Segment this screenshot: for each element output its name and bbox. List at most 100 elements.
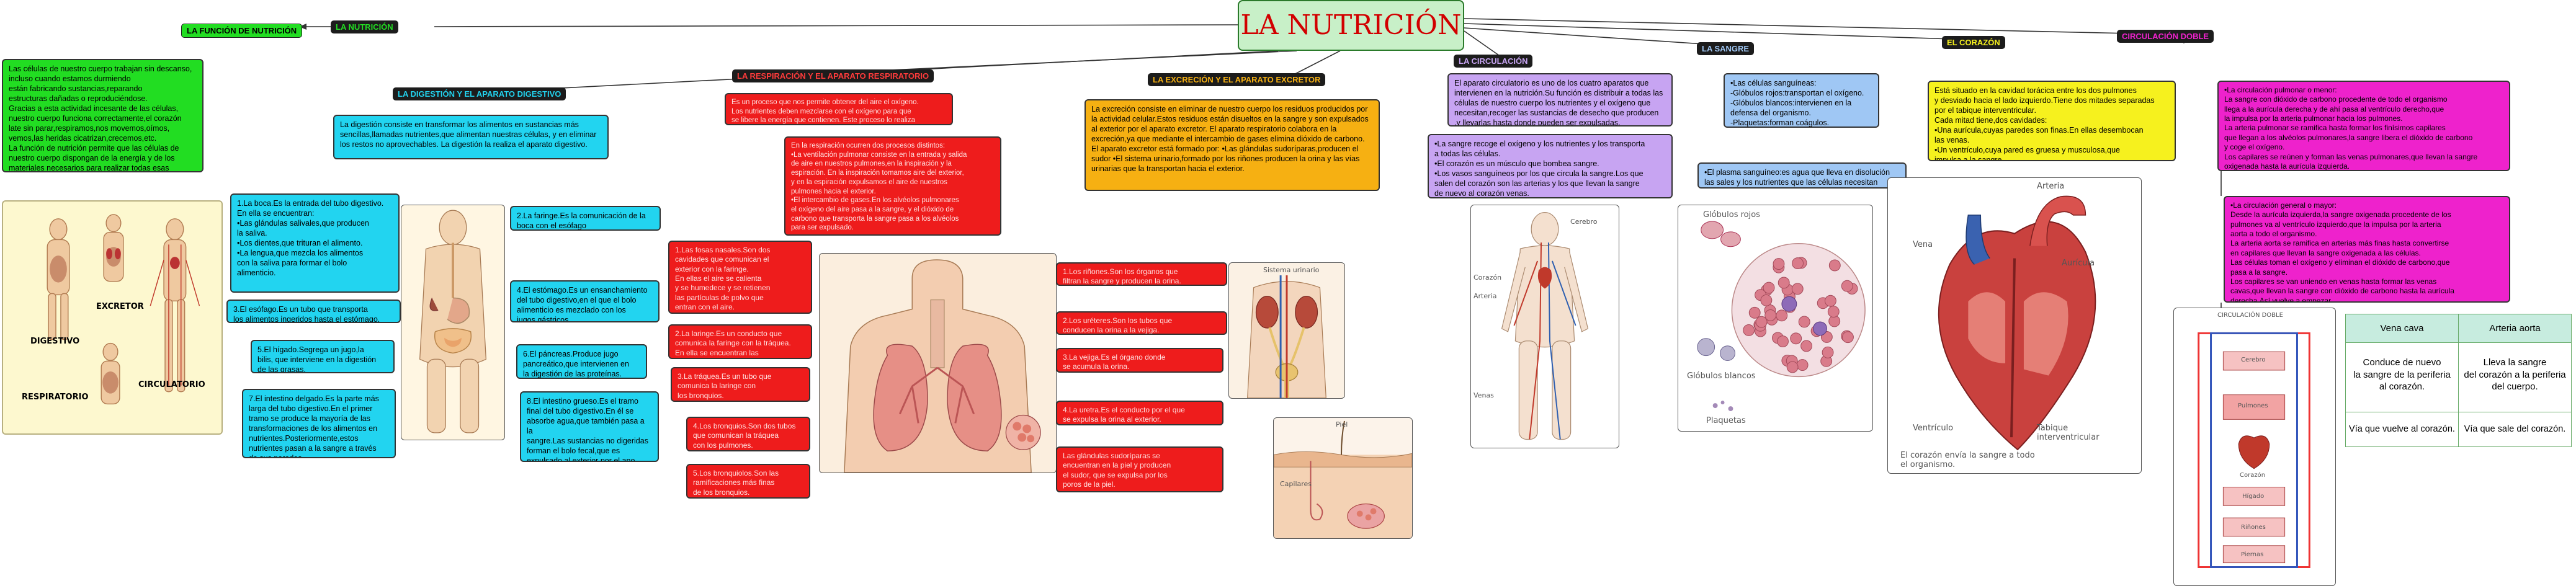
corazon-text: Está situado en la cavidad torácica entr…: [1928, 81, 2176, 161]
red-blood-cell: [1822, 346, 1834, 358]
excrecion-uretra: 4.La uretra.Es el conducto por el que se…: [1056, 401, 1223, 425]
blood-figure: Glóbulos rojos Glóbulos blancos Plaqueta…: [1678, 205, 1873, 432]
respiracion-fosas: 1.Las fosas nasales.Son dos cavidades qu…: [668, 241, 812, 314]
label-arteria: Arteria: [2037, 182, 2065, 191]
excrecion-rinones: 1.Los riñones.Son los órganos que filtra…: [1056, 262, 1227, 286]
red-blood-cell: [1773, 258, 1785, 270]
table-cell-vena-1: Conduce de nuevo la sangre de la perifer…: [2346, 343, 2459, 412]
label-corazon-fig: Corazón: [1474, 273, 1502, 282]
header-sangre: LA SANGRE: [1697, 42, 1755, 55]
doble-mayor: •La circulación general o mayor: Desde l…: [2224, 196, 2510, 303]
funcion-text: Las células de nuestro cuerpo trabajan s…: [2, 59, 203, 172]
respiracion-laringe: 2.La laringe.Es un conducto que comunica…: [668, 324, 812, 359]
body-systems-illustration: [47, 214, 200, 405]
systems-figure: DIGESTIVO EXCRETOR RESPIRATORIO CIRCULAT…: [2, 200, 223, 435]
header-respiracion: LA RESPIRACIÓN Y EL APARATO RESPIRATORIO: [732, 69, 934, 82]
red-blood-cell: [1842, 331, 1854, 344]
digestion-pancreas: 6.El páncreas.Produce jugo pancreático,q…: [516, 344, 647, 379]
header-corazon: EL CORAZÓN: [1942, 36, 2005, 49]
urinary-system-illustration: [1247, 275, 1326, 398]
red-blood-cell: [1748, 306, 1761, 319]
excrecion-glandulas: Las glándulas sudoríparas se encuentran …: [1056, 446, 1223, 492]
respiracion-intro: Es un proceso que nos permite obtener de…: [725, 93, 953, 125]
respiracion-bronquiolos: 5.Los bronquiolos.Son las ramificaciones…: [686, 464, 810, 499]
label-piel: Piel: [1336, 420, 1348, 428]
red-blood-cell: [1777, 335, 1789, 347]
label-auricula: Aurícula: [2062, 259, 2095, 268]
red-blood-cell: [1798, 316, 1810, 328]
label-cerebro-2: Cerebro: [2241, 357, 2266, 363]
red-blood-cell: [1778, 277, 1790, 289]
sangre-plasma: •El plasma sanguíneo:es agua que lleva e…: [1697, 162, 1907, 189]
digestion-intro: La digestión consiste en transformar los…: [333, 115, 609, 159]
skin-figure: Piel Capilares: [1273, 417, 1413, 539]
table-header-vena: Vena cava: [2346, 314, 2459, 343]
respiracion-bronquios: 4.Los bronquios.Son dos tubos que comuni…: [686, 417, 810, 451]
label-capilares: Capilares: [1280, 480, 1312, 488]
header-circulacion: LA CIRCULACIÓN: [1454, 55, 1533, 68]
red-blood-cell: [1760, 294, 1773, 306]
digestion-intestino-delgado: 7.El intestino delgado.Es la parte más l…: [242, 389, 396, 458]
blood-cells-illustration: [1697, 221, 1866, 412]
red-blood-cell: [1796, 359, 1809, 371]
red-blood-cell: [1792, 257, 1804, 270]
label-venas-fig: Venas: [1474, 391, 1494, 399]
respiracion-proceso: En la respiración ocurren dos procesos d…: [784, 136, 1001, 236]
label-higado: Hígado: [2242, 493, 2265, 500]
header-nutricion: LA NUTRICIÓN: [331, 20, 398, 33]
respiratory-figure: [819, 253, 1057, 473]
digestive-figure: [401, 205, 505, 440]
label-piernas: Piernas: [2241, 551, 2264, 558]
label-globulos-rojos: Glóbulos rojos: [1703, 210, 1760, 220]
heart-figure: Vena Arteria Aurícula Ventrículo Tabique…: [1887, 177, 2142, 474]
red-blood-cell: [1791, 283, 1804, 295]
table-cell-vena-2: Vía que vuelve al corazón.: [2346, 412, 2459, 446]
double-circulation-diagram: CIRCULACIÓN DOBLE Cerebro Pulmones Coraz…: [2173, 308, 2336, 586]
header-funcion: LA FUNCIÓN DE NUTRICIÓN: [181, 24, 303, 38]
circulatory-figure: Cerebro Corazón Arteria Venas: [1470, 205, 1619, 448]
red-blood-cell: [1824, 295, 1836, 307]
header-digestion: LA DIGESTIÓN Y EL APARATO DIGESTIVO: [393, 87, 566, 100]
label-circulatorio: CIRCULATORIO: [138, 380, 205, 389]
digestion-boca: 1.La boca.Es la entrada del tubo digesti…: [230, 193, 400, 293]
table-cell-arteria-1: Lleva la sangre del corazón a la perifer…: [2459, 343, 2571, 412]
digestion-intestino-grueso: 8.El intestino grueso.Es el tramo final …: [520, 391, 659, 462]
circulatory-system-illustration: [1501, 211, 1589, 440]
label-pulmones: Pulmones: [2238, 402, 2268, 409]
respiracion-traquea: 3.La tráquea.Es un tubo que comunica la …: [671, 367, 810, 402]
label-sistema-urinario: Sistema urinario: [1263, 266, 1320, 274]
excrecion-intro: La excreción consiste en eliminar de nue…: [1085, 99, 1380, 191]
label-excretor: EXCRETOR: [96, 302, 144, 311]
heart-illustration: [1938, 195, 2096, 451]
double-circulation-scheme: [2198, 332, 2310, 568]
red-blood-cell: [1755, 316, 1768, 328]
label-cerebro: Cerebro: [1570, 218, 1598, 226]
red-blood-cell: [1763, 282, 1775, 294]
label-rinones: Riñones: [2241, 524, 2266, 531]
circulacion-sangre-recoge: •La sangre recoge el oxígeno y los nutri…: [1428, 134, 1673, 198]
table-header-arteria: Arteria aorta: [2459, 314, 2571, 343]
label-plaquetas: Plaquetas: [1706, 416, 1746, 425]
label-tabique: Tabique interventricular: [2037, 424, 2100, 442]
label-arteria-fig: Arteria: [1474, 292, 1497, 300]
header-doble: CIRCULACIÓN DOBLE: [2117, 30, 2214, 43]
digestion-esofago: 3.El esófago.Es un tubo que transporta l…: [226, 300, 401, 323]
label-digestivo: DIGESTIVO: [30, 337, 80, 346]
red-blood-cell: [1786, 361, 1799, 373]
red-blood-cell: [1841, 280, 1853, 292]
doble-menor: •La circulación pulmonar o menor: La san…: [2217, 81, 2510, 171]
excrecion-vejiga: 3.La vejiga.Es el órgano donde se acumul…: [1056, 348, 1223, 373]
red-blood-cell: [1828, 259, 1841, 272]
header-excrecion: LA EXCRECIÓN Y EL APARATO EXCRETOR: [1148, 73, 1326, 86]
label-ventriculo: Ventrículo: [1913, 424, 1954, 433]
digestion-faringe: 2.La faringe.Es la comunicación de la bo…: [510, 206, 661, 231]
red-blood-cell: [1776, 309, 1788, 322]
skin-illustration: [1274, 420, 1412, 538]
red-blood-cell: [1827, 306, 1840, 318]
red-blood-cell: [1790, 332, 1802, 345]
red-blood-cell: [1800, 340, 1813, 352]
circulacion-intro: El aparato circulatorio es uno de los cu…: [1447, 73, 1673, 127]
urinary-figure: Sistema urinario: [1228, 262, 1345, 399]
heart-caption: El corazón envía la sangre a todo el org…: [1900, 451, 2035, 469]
label-corazon-2: Corazón: [2240, 472, 2266, 479]
